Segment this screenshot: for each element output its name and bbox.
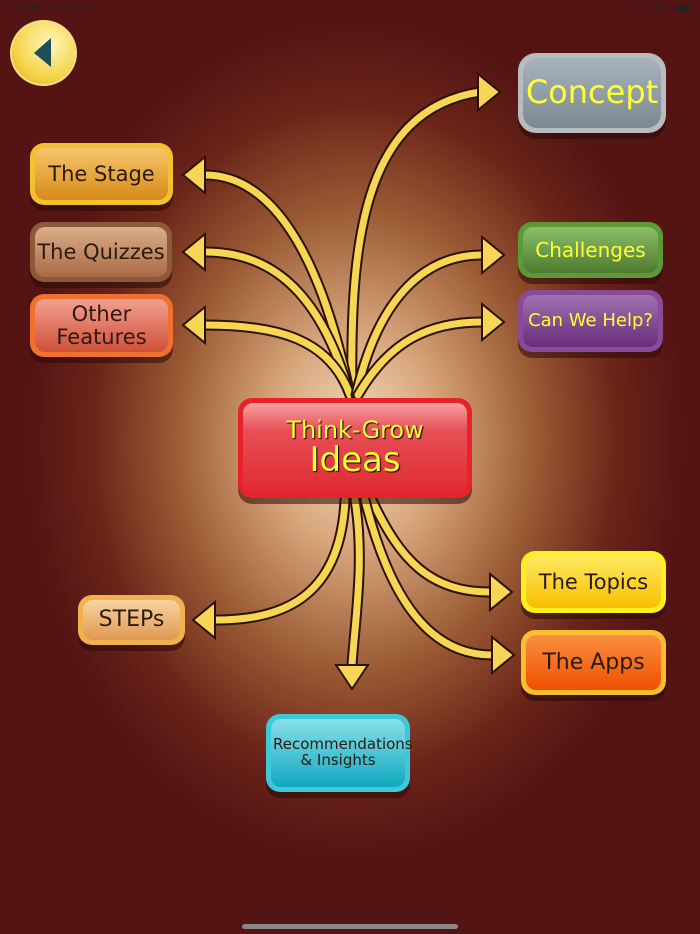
can-we-help-label: Can We Help? (528, 309, 653, 331)
arrow-concept (348, 88, 484, 399)
home-indicator[interactable] (242, 924, 458, 929)
arrowhead-challenges (481, 234, 506, 276)
arrowhead-concept (477, 71, 502, 113)
arrow-steps (211, 496, 349, 624)
back-button[interactable] (10, 20, 77, 86)
recommendations-button[interactable]: Recommendations & Insights (266, 714, 413, 792)
status-time: 5:06 PM (10, 3, 43, 12)
arrowhead-stage (181, 154, 206, 196)
recommendations-label: Recommendations & Insights (273, 735, 413, 769)
status-battery: 100% (647, 3, 670, 12)
arrowhead-topics (489, 571, 514, 613)
the-topics-label: The Topics (538, 569, 649, 594)
arrow-topics (368, 496, 494, 596)
arrow-steps (209, 494, 351, 626)
wifi-icon: ≋ (634, 3, 641, 12)
concept-label: Concept (525, 73, 659, 112)
think-grow-ideas-button[interactable]: Think-Grow Ideas (238, 398, 472, 498)
the-apps-button[interactable]: The Apps (521, 630, 666, 695)
arrow-apps (361, 496, 496, 659)
back-triangle-icon (34, 38, 51, 67)
other-features-label: Other Features (56, 302, 147, 349)
arrowhead-other (181, 304, 206, 346)
arrow-help (354, 318, 486, 399)
arrow-quizzes (201, 248, 354, 399)
arrow-stage (201, 171, 354, 399)
status-date: Fri Nov 25 (52, 3, 93, 12)
arrowhead-help (481, 301, 506, 343)
can-we-help-button[interactable]: Can We Help? (518, 290, 663, 352)
other-features-button[interactable]: Other Features (30, 294, 173, 357)
center-line2: Ideas (309, 439, 401, 480)
the-stage-label: The Stage (48, 161, 155, 186)
arrow-recommendations (348, 496, 363, 669)
arrowhead-steps (191, 599, 216, 641)
arrow-challenges (352, 251, 486, 399)
the-quizzes-label: The Quizzes (37, 239, 165, 264)
challenges-button[interactable]: Challenges (518, 222, 663, 278)
arrow-other (201, 321, 354, 399)
the-quizzes-button[interactable]: The Quizzes (30, 222, 172, 282)
challenges-label: Challenges (535, 237, 646, 262)
arrowhead-quizzes (181, 231, 206, 273)
arrowhead-apps (491, 634, 516, 676)
battery-icon (675, 5, 689, 11)
center-line1: Think-Grow (286, 415, 424, 444)
the-apps-label: The Apps (542, 649, 645, 675)
steps-label: STEPs (98, 607, 165, 633)
the-topics-button[interactable]: The Topics (521, 551, 666, 613)
concept-button[interactable]: Concept (518, 53, 666, 133)
arrowhead-recommendations (334, 664, 370, 691)
steps-button[interactable]: STEPs (78, 595, 185, 645)
the-stage-button[interactable]: The Stage (30, 143, 173, 205)
